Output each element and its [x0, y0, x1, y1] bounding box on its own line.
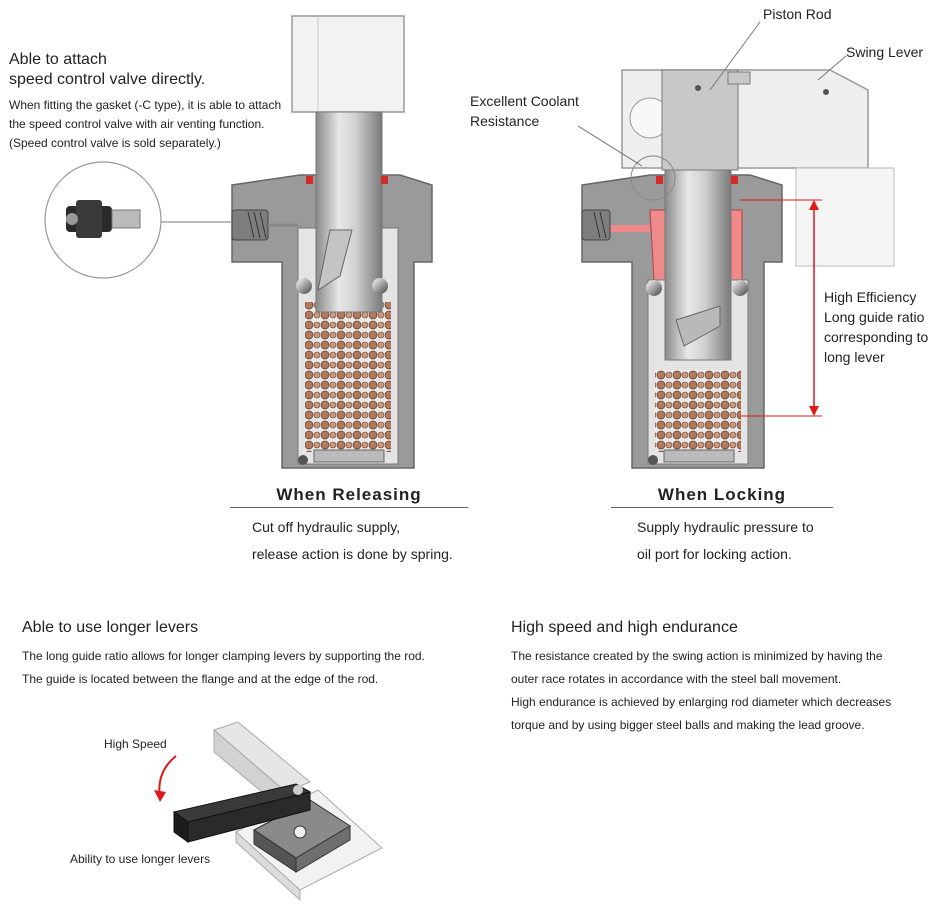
speed-endurance-line4: torque and by using bigger steel balls a…: [511, 718, 865, 732]
speed-endurance-line3: High endurance is achieved by enlarging …: [511, 695, 892, 709]
speed-valve-note-line3: (Speed control valve is sold separately.…: [9, 136, 221, 150]
longer-levers-body: The long guide ratio allows for longer c…: [22, 645, 425, 691]
longer-lever-illustration: [154, 721, 383, 902]
speed-endurance-heading: High speed and high endurance: [511, 619, 738, 636]
speed-endurance-body: The resistance created by the swing acti…: [511, 645, 891, 737]
longer-levers-heading: Able to use longer levers: [22, 619, 199, 636]
efficiency-line1: High Efficiency: [824, 289, 917, 305]
speed-valve-note: When fitting the gasket (-C type), it is…: [9, 96, 299, 153]
speed-valve-note-line2: the speed control valve with air venting…: [9, 117, 265, 131]
releasing-cylinder-diagram: [231, 15, 433, 469]
longer-levers-line2: The guide is located between the flange …: [22, 672, 379, 686]
efficiency-line4: long lever: [824, 349, 885, 365]
locking-title: When Locking: [611, 485, 833, 508]
leader-lines: [577, 21, 847, 167]
locking-description: Supply hydraulic pressure to oil port fo…: [637, 514, 814, 568]
locking-cylinder-diagram: [581, 69, 895, 469]
coolant-label-line2: Resistance: [470, 113, 540, 129]
locking-line1: Supply hydraulic pressure to: [637, 519, 814, 535]
speed-valve-heading-line1: Able to attach: [9, 51, 107, 68]
locking-line2: oil port for locking action.: [637, 546, 792, 562]
releasing-line2: release action is done by spring.: [252, 546, 453, 562]
releasing-description: Cut off hydraulic supply, release action…: [252, 514, 453, 568]
longer-levers-caption: Ability to use longer levers: [70, 852, 211, 866]
efficiency-line2: Long guide ratio: [824, 309, 925, 325]
speed-valve-heading-line2: speed control valve directly.: [9, 71, 206, 88]
speed-valve-note-line1: When fitting the gasket (-C type), it is…: [9, 98, 282, 112]
speed-valve-callout: [44, 161, 232, 279]
longer-levers-line1: The long guide ratio allows for longer c…: [22, 649, 425, 663]
guide-ratio-label: High Efficiency Long guide ratio corresp…: [824, 287, 928, 367]
coolant-resistance-label: Excellent Coolant Resistance: [470, 91, 579, 131]
guide-ratio-dimension: [740, 199, 822, 417]
efficiency-line3: corresponding to: [824, 329, 929, 345]
releasing-line1: Cut off hydraulic supply,: [252, 519, 401, 535]
speed-endurance-line1: The resistance created by the swing acti…: [511, 649, 883, 663]
high-speed-label: High Speed: [104, 737, 167, 751]
releasing-title: When Releasing: [230, 485, 468, 508]
coolant-label-line1: Excellent Coolant: [470, 93, 579, 109]
speed-endurance-line2: outer race rotates in accordance with th…: [511, 672, 842, 686]
swing-lever-label: Swing Lever: [846, 44, 924, 60]
speed-valve-heading: Able to attach speed control valve direc…: [9, 50, 205, 90]
piston-rod-label: Piston Rod: [763, 6, 832, 22]
